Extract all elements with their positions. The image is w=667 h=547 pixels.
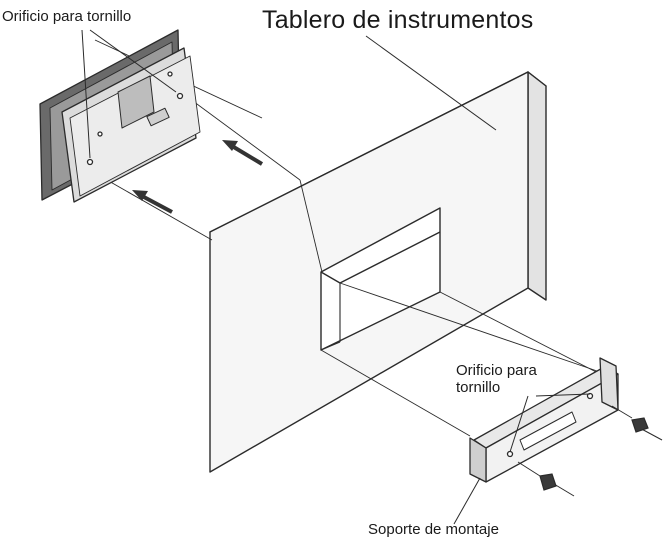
label-screw-hole-bracket: Orificio para tornillo <box>456 362 537 397</box>
bracket-hole <box>586 392 594 400</box>
bracket-front-ear <box>469 437 487 483</box>
leader-lines <box>81 29 591 525</box>
cutout-depth-edge-3 <box>320 341 341 351</box>
unit-screw-hole <box>97 131 103 137</box>
panel-side-face <box>527 71 547 301</box>
label-screw-hole-top: Orificio para tornillo <box>2 8 132 25</box>
insert-arrow-lower <box>132 190 173 214</box>
screw-icon <box>611 405 663 441</box>
bracket-rear-ear <box>599 357 619 411</box>
unit-screw-hole <box>167 71 173 77</box>
unit-screw-hole <box>86 158 94 166</box>
label-dashboard: Tablero de instrumentos <box>262 6 534 34</box>
bracket-hole <box>506 450 514 458</box>
label-mounting-bracket: Soporte de montaje <box>368 521 499 538</box>
screw-icon <box>517 461 575 497</box>
stereo-unit-back-view <box>39 29 201 203</box>
bracket-slot <box>519 411 577 451</box>
unit-antenna-jack <box>146 107 170 127</box>
dashboard-panel <box>209 71 547 473</box>
mounting-bracket <box>469 357 619 483</box>
insert-arrow-upper <box>222 140 264 166</box>
unit-screw-hole <box>176 92 184 100</box>
unit-connector <box>117 75 155 129</box>
